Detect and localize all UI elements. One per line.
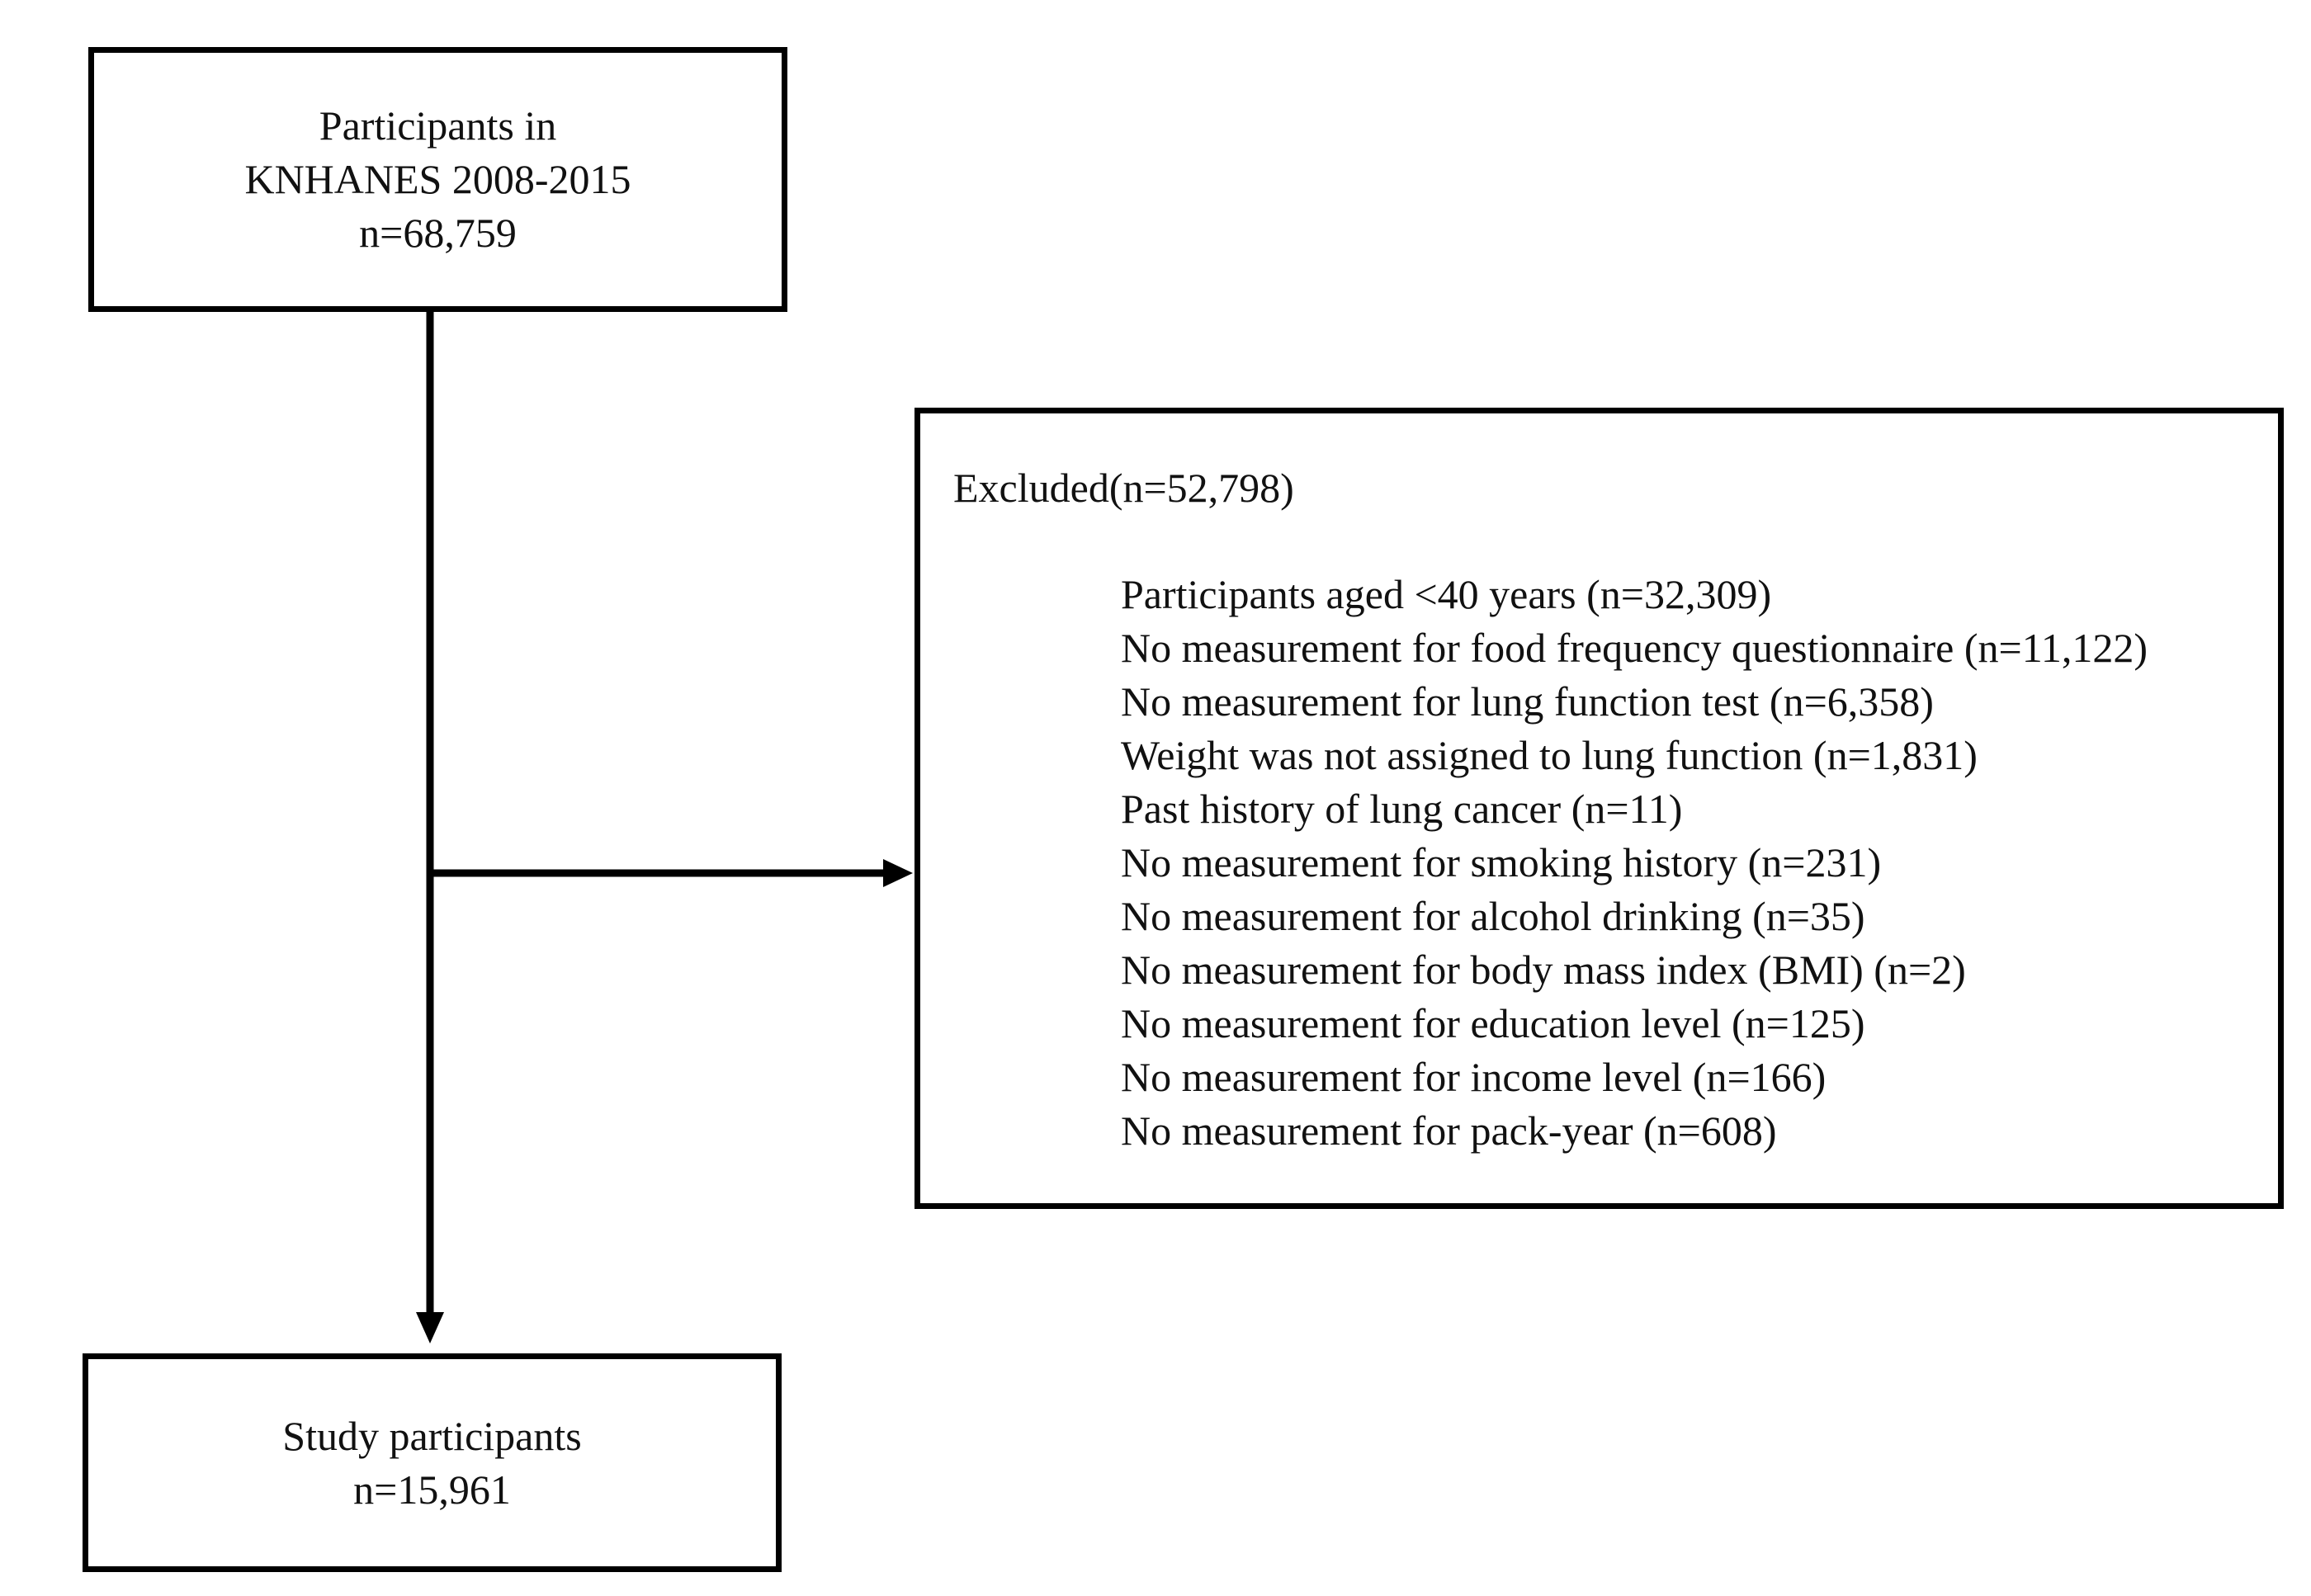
exclusion-item-education: No measurement for education level (n=12… <box>1121 1000 1865 1046</box>
survey-label: KNHANES 2008-2015 <box>244 156 631 202</box>
exclusion-item-lung-function: No measurement for lung function test (n… <box>1121 678 1934 725</box>
exclusion-item-age: Participants aged <40 years (n=32,309) <box>1121 571 1772 617</box>
study-participants-count: n=15,961 <box>353 1466 511 1513</box>
excluded-box: Excluded(n=52,798) Participants aged <40… <box>914 408 2284 1209</box>
participants-count: n=68,759 <box>359 210 517 256</box>
exclusion-item-smoking: No measurement for smoking history (n=23… <box>1121 839 1882 885</box>
study-participants-label: Study participants <box>282 1412 582 1459</box>
participants-label: Participants in <box>319 102 557 149</box>
exclusion-arrowhead <box>883 859 913 887</box>
participants-box-text: Participants in KNHANES 2008-2015 n=68,7… <box>94 53 782 306</box>
exclusion-item-ffq: No measurement for food frequency questi… <box>1121 625 2148 671</box>
exclusion-item-weight: Weight was not assigned to lung function… <box>1121 732 1978 778</box>
exclusion-item-income: No measurement for income level (n=166) <box>1121 1054 1827 1100</box>
study-participants-box: Study participants n=15,961 <box>83 1353 782 1572</box>
participants-box: Participants in KNHANES 2008-2015 n=68,7… <box>88 47 787 312</box>
exclusion-item-alcohol: No measurement for alcohol drinking (n=3… <box>1121 893 1865 939</box>
exclusion-criteria-list: Participants aged <40 years (n=32,309) N… <box>1121 568 2148 1158</box>
exclusion-item-bmi: No measurement for body mass index (BMI)… <box>1121 947 1966 993</box>
excluded-title: Excluded(n=52,798) <box>953 465 1294 511</box>
study-participants-box-text: Study participants n=15,961 <box>88 1359 776 1566</box>
exclusion-item-lung-cancer: Past history of lung cancer (n=11) <box>1121 786 1683 832</box>
main-flow-arrowhead <box>416 1312 444 1343</box>
exclusion-item-pack-year: No measurement for pack-year (n=608) <box>1121 1107 1777 1154</box>
